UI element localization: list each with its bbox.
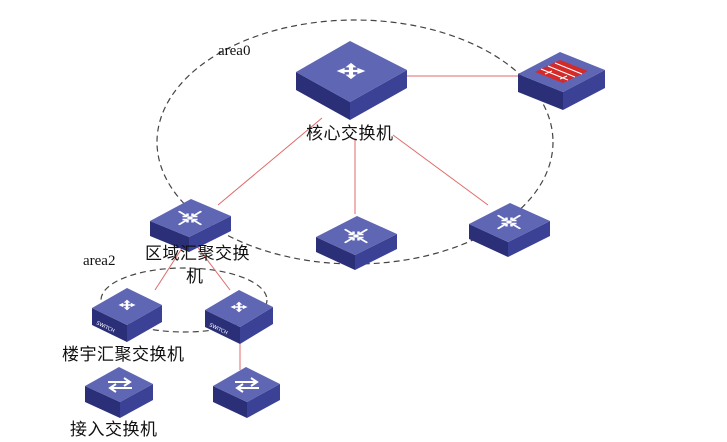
- area0-label: area0: [218, 43, 251, 59]
- core-switch[interactable]: [296, 41, 407, 120]
- link-region-building-right: [195, 244, 231, 291]
- region-aggregation-switch[interactable]: [150, 199, 231, 252]
- firewall-side-right: [563, 70, 605, 110]
- building-aggregation-switch-left[interactable]: SWITCH: [92, 288, 162, 342]
- core-switch-side-right: [350, 70, 407, 120]
- building-aggregation-switch-right[interactable]: SWITCH: [205, 290, 273, 344]
- core-switch-side-left: [296, 72, 350, 120]
- core-switch-label: 核心交换机: [306, 124, 394, 144]
- access-switch-icon: [235, 377, 259, 393]
- area2-label: area2: [83, 253, 116, 269]
- region-agg-side-right: [189, 216, 231, 252]
- access-switch-right[interactable]: [213, 367, 280, 418]
- building-agg-label: 楼宇汇聚交换机: [62, 345, 185, 365]
- link-region-building-left: [154, 244, 185, 291]
- aggregation-switch-right[interactable]: [469, 203, 550, 257]
- aggregation-switch-mid[interactable]: [316, 216, 397, 270]
- link-core-agg-right: [392, 134, 489, 206]
- region-agg-label-line1: 区域汇聚交换: [145, 244, 250, 264]
- link-core-region-agg: [217, 117, 323, 206]
- access-switch-label: 接入交换机: [70, 420, 158, 440]
- region-agg-label-line2: 机: [186, 267, 204, 287]
- access-switch-left[interactable]: [85, 367, 153, 418]
- firewall-icon: [535, 60, 588, 83]
- firewall[interactable]: [518, 52, 605, 110]
- links: [154, 75, 520, 370]
- area2-boundary: [100, 267, 268, 333]
- access-switch-icon: [108, 377, 132, 393]
- firewall-side-left: [518, 74, 563, 110]
- region-agg-side-left: [150, 221, 189, 252]
